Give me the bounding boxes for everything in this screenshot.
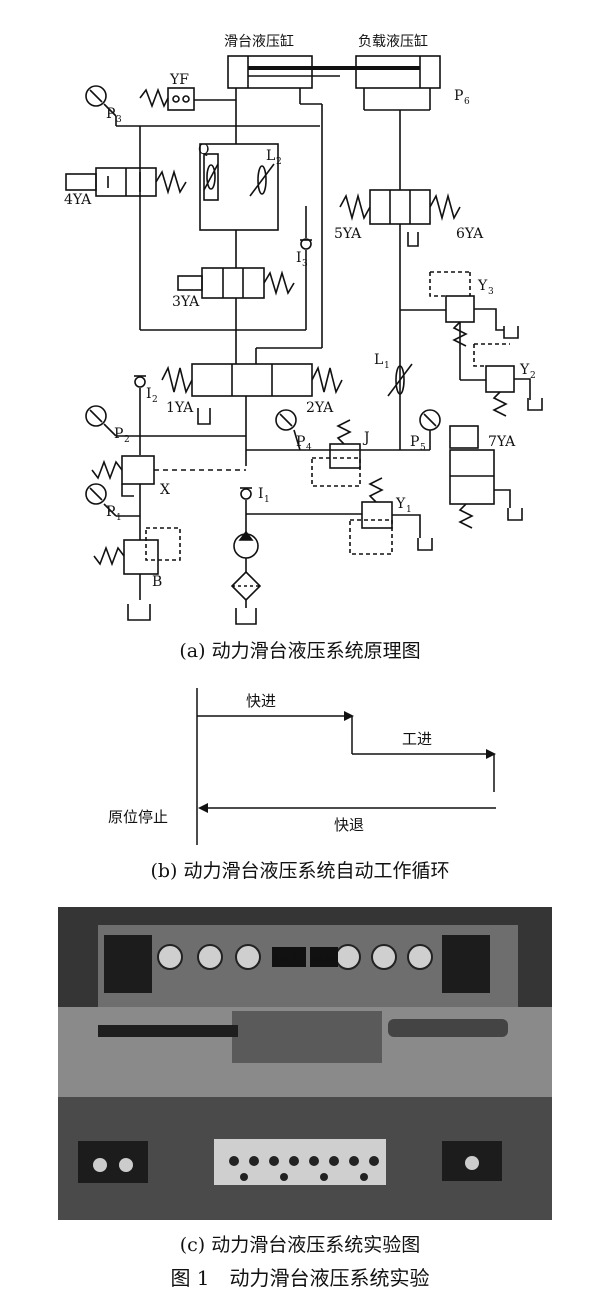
label-i3: I [296,250,302,266]
label-1ya: 1YA [166,400,194,416]
p4-gauge [275,409,297,431]
fast-forward-label: 快进 [246,692,276,710]
l2-throttle [257,165,267,195]
hydraulic-schematic: 滑台液压缸 负载液压缸 YF P 3 P 6 Q L 2 4YA I 3 3YA… [64,33,543,625]
label-l2-sub: 2 [276,157,282,167]
load-cylinder-label: 负载液压缸 [358,33,428,50]
pressure-gauge [371,944,397,970]
label-p6: P [454,88,463,104]
label-3ya: 3YA [172,294,200,310]
label-l1: L [374,352,383,368]
display-1: P82.7 [274,954,297,963]
label-y3: Y [477,278,488,294]
7ya-solenoid [449,425,479,449]
label-p3: P [106,106,115,122]
label-i2: I [146,386,152,402]
schematic-panel [104,935,152,993]
tank-pump [235,608,257,625]
label-p6-sub: 6 [464,97,470,107]
label-y2: Y [519,362,530,378]
left-control-box [78,1141,148,1183]
label-y1: Y [395,496,406,512]
slide-table [232,1011,382,1063]
label-p1: P [106,504,115,520]
slide-cylinder [227,55,313,89]
label-i3-sub: 3 [302,259,308,269]
label-y2-sub: 2 [530,371,536,381]
pressure-gauge [335,944,361,970]
l1-throttle [395,365,405,395]
label-7ya: 7YA [488,434,516,450]
label-l1-sub: 1 [384,361,390,371]
slide-cylinder-label: 滑台液压缸 [224,33,294,50]
pressure-gauge [407,944,433,970]
label-p5: P [410,434,419,450]
j-valve [329,443,361,469]
q-flow-valve [203,153,219,201]
label-i2-sub: 2 [152,395,158,405]
work-feed-label: 工进 [402,730,432,748]
caption-b: (b) 动力滑台液压系统自动工作循环 [150,860,450,882]
caption-c: (c) 动力滑台液压系统实验图 [179,1234,421,1256]
label-i1-sub: 1 [264,495,270,505]
pressure-gauge [157,944,183,970]
7ya-valve [449,449,495,505]
label-p3-sub: 3 [116,115,122,125]
display-2: 00.00 [312,954,335,963]
i2-check-valve [134,376,146,388]
work-cycle-diagram: 快进 工进 原位停止 快退 [108,688,496,845]
label-i1: I [258,486,264,502]
i1-check-valve [240,488,252,500]
label-p1-sub: 1 [116,513,122,523]
label-5ya: 5YA [334,226,362,242]
caption-a: (a) 动力滑台液压系统原理图 [179,640,421,662]
label-2ya: 2YA [306,400,334,416]
pressure-gauge [197,944,223,970]
label-4ya: 4YA [64,192,92,208]
test-bench-photo: P82.7 00.00 [58,907,552,1220]
label-b: B [152,574,162,590]
p2-gauge [85,405,107,427]
label-q: Q [198,142,209,158]
label-p2: P [114,426,123,442]
label-p2-sub: 2 [124,435,130,445]
b-relief-valve [123,539,159,575]
label-p4: P [296,434,305,450]
label-6ya: 6YA [456,226,484,242]
p1-gauge [85,483,107,505]
label-l2: L [266,148,275,164]
instruction-panel [442,935,490,993]
i3-check-valve [300,238,312,250]
p3-gauge [85,85,107,107]
label-y1-sub: 1 [406,505,412,515]
label-p5-sub: 5 [420,443,426,453]
label-x: X [160,482,170,498]
home-stop-label: 原位停止 [108,808,168,826]
label-yf: YF [169,72,189,88]
label-p4-sub: 4 [306,443,312,453]
load-cylinder [355,55,441,89]
figure-title: 图 1 动力滑台液压系统实验 [170,1266,430,1290]
pressure-gauge [235,944,261,970]
tank-b [127,604,151,621]
fast-return-label: 快退 [334,816,364,834]
label-y3-sub: 3 [488,287,494,297]
load-cylinder-body [388,1019,508,1037]
label-j: J [362,430,370,446]
slide-cylinder-rod [98,1025,238,1037]
